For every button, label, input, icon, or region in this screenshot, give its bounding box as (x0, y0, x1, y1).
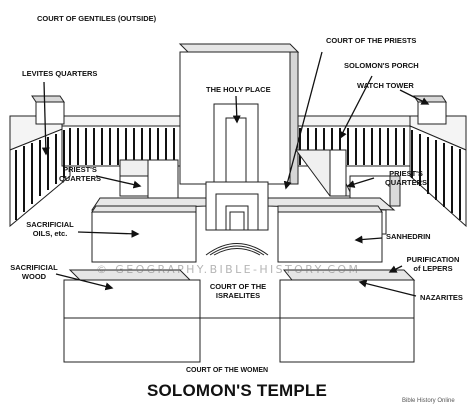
oils-block-top (91, 205, 197, 213)
label-court-of-women: COURT OF THE WOMEN (186, 367, 269, 374)
front-wall-right (279, 317, 415, 363)
label-purification-line2: of LEPERS (413, 263, 453, 273)
label-court-of-israelites-line1: COURT OF THE (209, 282, 267, 291)
arrow-holy-place (232, 95, 241, 124)
label-court-of-israelites: COURT OF THE ISRAELITES (202, 282, 274, 300)
label-nazarites: NAZARITES (420, 293, 463, 302)
sanctuary-door (225, 117, 247, 185)
back-wall-face-left (61, 125, 181, 167)
label-court-of-priests: COURT OF THE PRIESTS (326, 36, 417, 45)
left-priests-wall (147, 159, 179, 201)
oils-block (91, 211, 197, 263)
label-holy-place: THE HOLY PLACE (206, 85, 271, 94)
sanctuary (178, 43, 300, 185)
arrow-purification (388, 265, 403, 273)
label-sacrificial-wood-line1: SACRIFICIAL (10, 263, 58, 272)
arrow-court-of-priests (283, 51, 323, 190)
label-court-of-israelites-line2: ISRAELITES (215, 290, 261, 300)
label-priests-quarters-left-line2: QUARTERS (58, 173, 102, 183)
credit-text: Bible History Online (402, 398, 455, 404)
label-priests-quarters-right: PRIEST'S QUARTERS (376, 169, 436, 187)
arrow-solomons-porch (339, 75, 373, 140)
right-priests-block-side (389, 175, 401, 207)
right-watch-tower (417, 101, 447, 125)
nazarites-block (279, 279, 415, 319)
label-priests-quarters-left: PRIEST'S QUARTERS (50, 165, 110, 183)
leader-arrows (41, 51, 430, 297)
arrow-levites (41, 81, 50, 156)
arrow-sacrificial-oils (77, 229, 140, 238)
court-blocks (63, 205, 416, 363)
label-sacrificial-oils-line1: SACRIFICIAL (26, 220, 74, 229)
arrow-priests-right (346, 177, 375, 188)
semicircular-steps (205, 243, 269, 256)
left-watch-tower-top (31, 95, 65, 103)
arrow-priests-left (95, 175, 142, 189)
arrow-nazarites (358, 279, 417, 297)
sanhedrin-court-top (277, 205, 383, 213)
label-sacrificial-wood: SACRIFICIAL WOOD (6, 263, 62, 281)
label-sanhedrin: SANHEDRIN (386, 232, 431, 241)
sanctuary-side (289, 51, 299, 185)
label-solomons-porch: SOLOMON'S PORCH (344, 61, 419, 70)
label-court-of-gentiles: COURT OF GENTILES (OUTSIDE) (37, 14, 157, 23)
arrow-sacrificial-wood (55, 273, 114, 291)
label-sacrificial-oils: SACRIFICIAL OILS, etc. (20, 220, 80, 238)
sanhedrin-court-block (277, 211, 383, 263)
label-sacrificial-wood-line2: WOOD (21, 271, 47, 281)
right-court-wall (329, 149, 347, 197)
arrow-sanhedrin (354, 235, 383, 244)
label-sacrificial-oils-line2: OILS, etc. (32, 228, 68, 238)
label-purification: PURIFICATION of LEPERS (398, 255, 468, 273)
altar-base (229, 211, 245, 231)
wood-block (63, 279, 201, 319)
copyright-watermark: © GEOGRAPHY.BIBLE-HISTORY.COM (96, 263, 361, 276)
label-levites-quarters: LEVITES QUARTERS (22, 69, 98, 78)
diagram-title: SOLOMON'S TEMPLE (146, 381, 328, 400)
label-purification-line1: PURIFICATION (406, 255, 460, 264)
label-priests-quarters-right-line1: PRIEST'S (389, 169, 423, 178)
sanctuary-roof (178, 43, 300, 53)
label-priests-quarters-right-line2: QUARTERS (384, 177, 428, 187)
front-wall-left (63, 317, 201, 363)
left-watch-tower (35, 101, 65, 125)
arrow-watch-tower (399, 89, 430, 105)
label-priests-quarters-left-line1: PRIEST'S (63, 165, 97, 174)
watch-towers (31, 95, 447, 125)
left-priests-block (119, 175, 149, 197)
altar-area (205, 181, 269, 256)
label-watch-tower: WATCH TOWER (357, 81, 414, 90)
